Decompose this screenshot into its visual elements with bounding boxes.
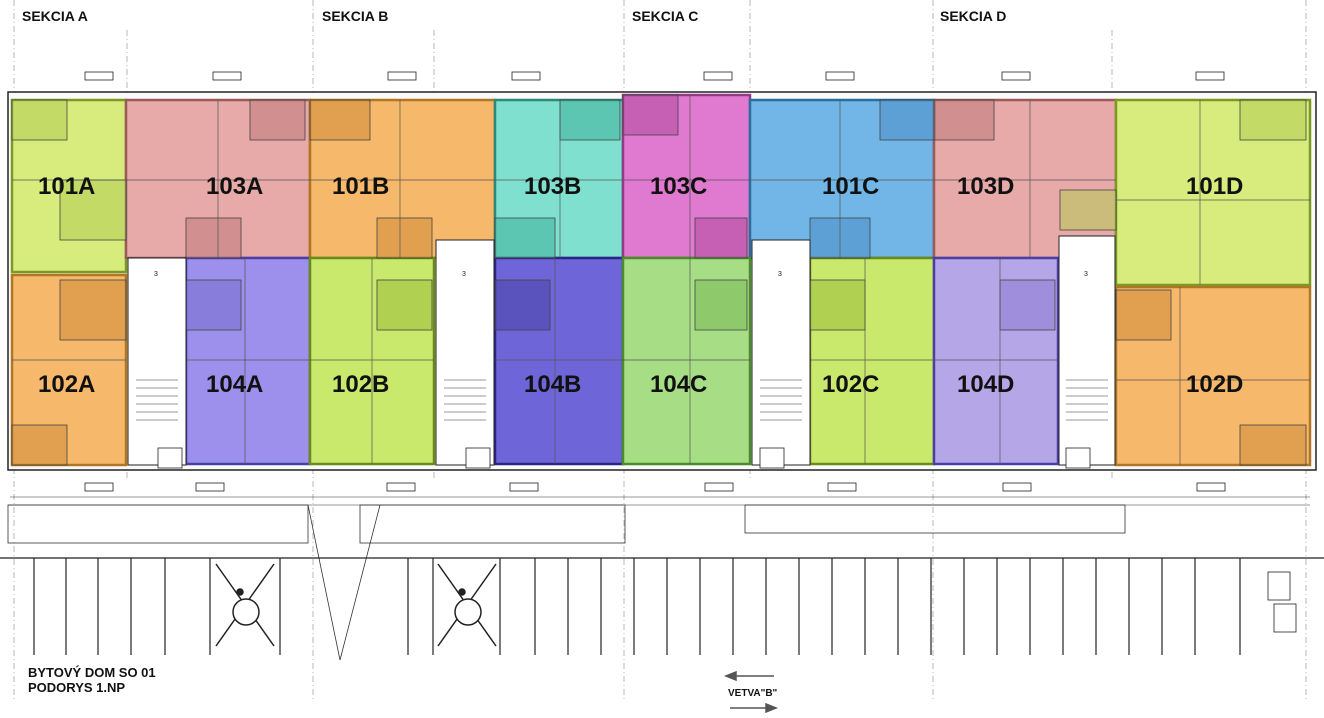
stair-room-label: 3 bbox=[154, 271, 158, 278]
unit-label: 104B bbox=[524, 371, 581, 398]
arrow-right-icon bbox=[730, 702, 779, 714]
drawing-title-line2: PODORYS 1.NP bbox=[28, 680, 126, 695]
stair-room-label: 3 bbox=[1084, 271, 1088, 278]
unit-label: 104C bbox=[650, 371, 707, 398]
unit-label: 102C bbox=[822, 371, 879, 398]
section-label-a: SEKCIA A bbox=[22, 8, 88, 24]
unit-label: 101A bbox=[38, 173, 95, 200]
road-label: VETVA"B" bbox=[728, 688, 778, 699]
unit-label: 102A bbox=[38, 371, 95, 398]
section-label-d: SEKCIA D bbox=[940, 8, 1007, 24]
stair-room-label: 3 bbox=[778, 271, 782, 278]
unit-label: 104A bbox=[206, 371, 263, 398]
unit-label: 104D bbox=[957, 371, 1014, 398]
stair-room-label: 3 bbox=[462, 271, 466, 278]
section-label-b: SEKCIA B bbox=[322, 8, 389, 24]
unit-label: 102B bbox=[332, 371, 389, 398]
unit-label: 102D bbox=[1186, 371, 1243, 398]
wheelchair-icon bbox=[437, 563, 497, 647]
drawing-title-line1: BYTOVÝ DOM SO 01 bbox=[28, 665, 156, 680]
unit-label: 103C bbox=[650, 173, 707, 200]
unit-label: 103D bbox=[957, 173, 1014, 200]
drawing-title: BYTOVÝ DOM SO 01 PODORYS 1.NP bbox=[28, 665, 156, 695]
unit-label: 101B bbox=[332, 173, 389, 200]
unit-label: 101D bbox=[1186, 173, 1243, 200]
unit-label: 103B bbox=[524, 173, 581, 200]
section-label-c: SEKCIA C bbox=[632, 8, 699, 24]
arrow-left-icon bbox=[723, 670, 774, 682]
wheelchair-icon bbox=[215, 563, 275, 647]
unit-label: 103A bbox=[206, 173, 263, 200]
unit-label: 101C bbox=[822, 173, 879, 200]
